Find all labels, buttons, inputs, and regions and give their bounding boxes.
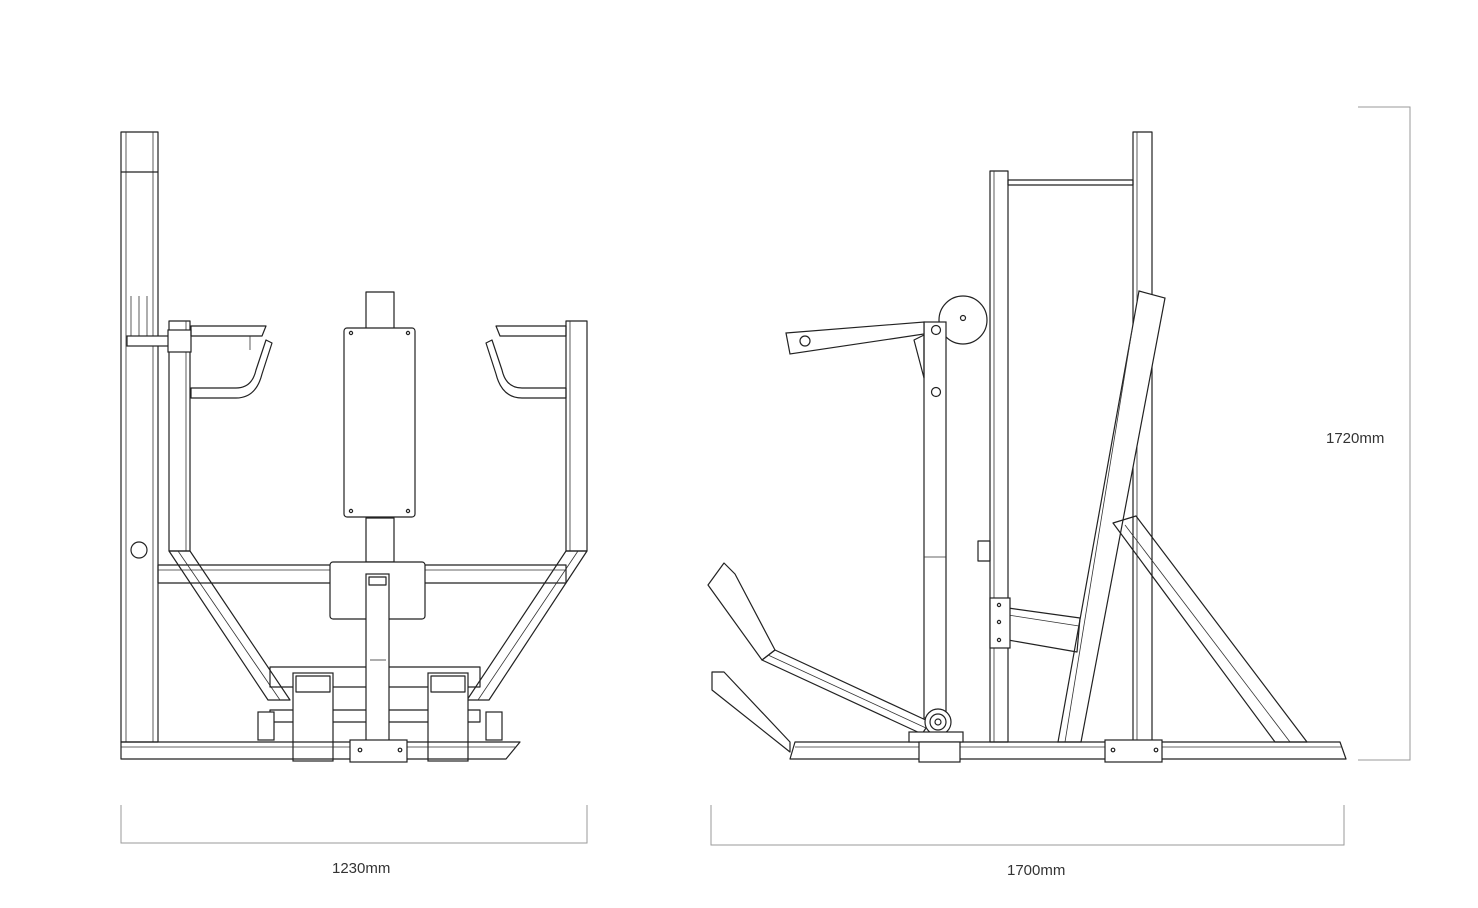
front-left-upright <box>120 131 172 743</box>
dimension-length-line <box>710 805 1345 846</box>
side-pulley <box>938 295 988 345</box>
dimension-width-line <box>120 805 588 844</box>
length-dimension-label: 1700mm <box>1007 862 1066 879</box>
side-foot-lever <box>707 562 952 753</box>
side-angled-brace <box>1057 290 1308 743</box>
side-link <box>989 597 1081 653</box>
front-view <box>120 131 588 763</box>
dimension-height-line <box>1358 106 1411 761</box>
front-right-upright <box>565 320 588 552</box>
front-left-arm <box>167 320 291 701</box>
front-foot-blocks <box>257 672 503 762</box>
front-backrest <box>343 291 416 563</box>
width-dimension-label: 1230mm <box>332 860 391 877</box>
side-base <box>789 731 1347 763</box>
front-right-arm <box>466 325 588 701</box>
side-arm-column <box>785 321 947 719</box>
height-dimension-label: 1720mm <box>1326 430 1385 447</box>
side-view <box>707 131 1347 763</box>
front-seat <box>329 561 426 745</box>
front-base <box>120 739 521 763</box>
